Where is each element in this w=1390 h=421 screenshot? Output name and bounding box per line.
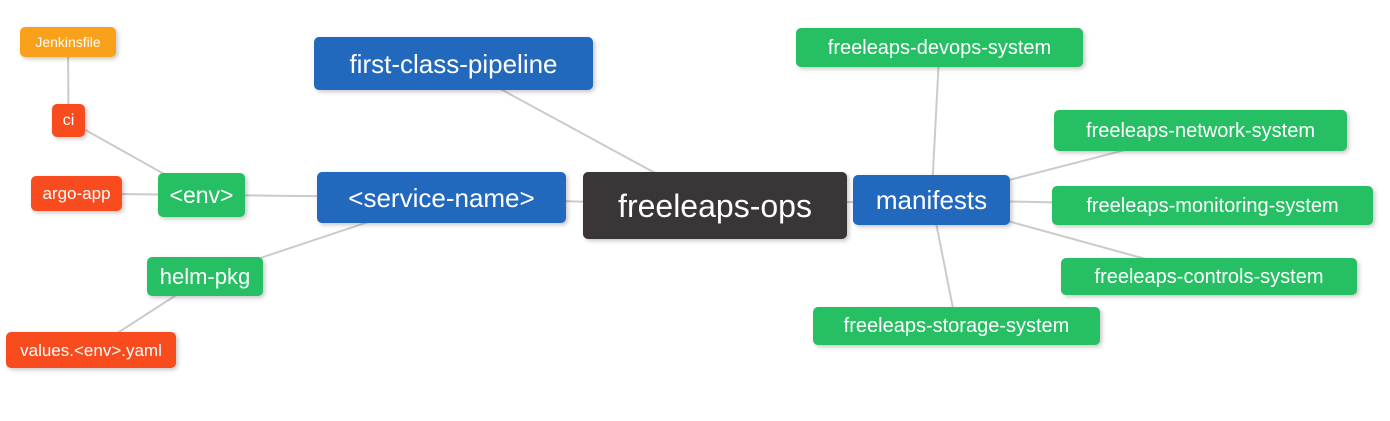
node-label: manifests: [875, 185, 988, 215]
node-jenkinsfile[interactable]: Jenkinsfile: [20, 27, 116, 57]
node-manifests[interactable]: manifests: [853, 175, 1010, 225]
node-freeleaps-ops[interactable]: freeleaps-ops: [583, 172, 847, 239]
edge-manifests--freeleaps-devops-system: [930, 47, 941, 201]
node-label: freeleaps-devops-system: [827, 36, 1052, 59]
node-freeleaps-network-system[interactable]: freeleaps-network-system: [1054, 110, 1347, 151]
node-label: ci: [62, 111, 75, 129]
node-label: Jenkinsfile: [35, 34, 101, 50]
node-label: freeleaps-storage-system: [843, 315, 1070, 337]
node-env[interactable]: <env>: [158, 173, 245, 217]
node-label: first-class-pipeline: [349, 48, 558, 79]
node-first-class-pipeline[interactable]: first-class-pipeline: [314, 37, 593, 90]
node-label: freeleaps-network-system: [1086, 119, 1315, 142]
node-freeleaps-monitoring-system[interactable]: freeleaps-monitoring-system: [1052, 186, 1373, 225]
node-freeleaps-storage-system[interactable]: freeleaps-storage-system: [813, 307, 1100, 345]
node-label: <service-name>: [348, 182, 535, 213]
node-freeleaps-controls-system[interactable]: freeleaps-controls-system: [1061, 258, 1357, 295]
node-label: freeleaps-monitoring-system: [1086, 194, 1339, 217]
node-label: argo-app: [42, 184, 111, 203]
node-label: freeleaps-controls-system: [1094, 265, 1324, 288]
node-label: values.<env>.yaml: [20, 340, 162, 360]
node-values-env-yaml[interactable]: values.<env>.yaml: [6, 332, 176, 368]
node-argo-app[interactable]: argo-app: [31, 176, 122, 211]
node-label: <env>: [169, 181, 234, 208]
node-helm-pkg[interactable]: helm-pkg: [147, 257, 263, 296]
node-label: freeleaps-ops: [618, 187, 812, 224]
node-label: helm-pkg: [159, 263, 251, 289]
node-ci[interactable]: ci: [52, 104, 85, 137]
node-freeleaps-devops-system[interactable]: freeleaps-devops-system: [796, 28, 1083, 67]
node-service-name[interactable]: <service-name>: [317, 172, 566, 223]
